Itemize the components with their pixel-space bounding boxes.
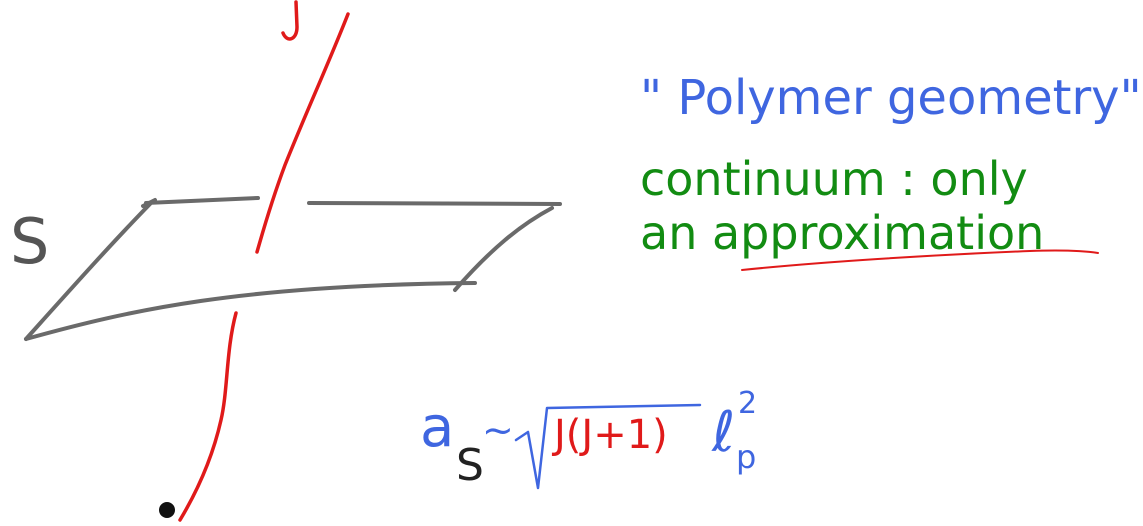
formula-planck-length: ℓ (712, 400, 736, 465)
link-curve-lower (178, 311, 238, 522)
point-marker (159, 502, 175, 518)
link-curve-upper (255, 12, 350, 254)
surface-top-edge-left (144, 196, 260, 205)
surface-left-edge (24, 202, 152, 341)
link-label-j-glyph (281, 0, 299, 41)
surface-parallelogram (24, 196, 562, 341)
link-curve (178, 0, 350, 522)
polymer-geometry-heading: " Polymer geometry" (640, 70, 1142, 126)
continuum-line: continuum : only (640, 152, 1028, 206)
formula-exponent: 2 (738, 386, 758, 421)
formula-planck-subscript: p (736, 438, 757, 476)
formula-sim: ~ (482, 408, 514, 452)
approximation-line: an approximation (640, 206, 1045, 260)
approximation-underline (741, 249, 1099, 271)
formula-sqrt-argument: J(J+1) (554, 412, 668, 458)
surface-bottom-edge (24, 281, 477, 341)
formula-area-subscript: S (456, 440, 484, 491)
surface-right-edge (453, 206, 554, 292)
sqrt-sign (514, 403, 702, 490)
surface-top-edge-right (307, 201, 562, 206)
formula-area-symbol: a (420, 395, 455, 460)
surface-label: S (10, 205, 50, 278)
